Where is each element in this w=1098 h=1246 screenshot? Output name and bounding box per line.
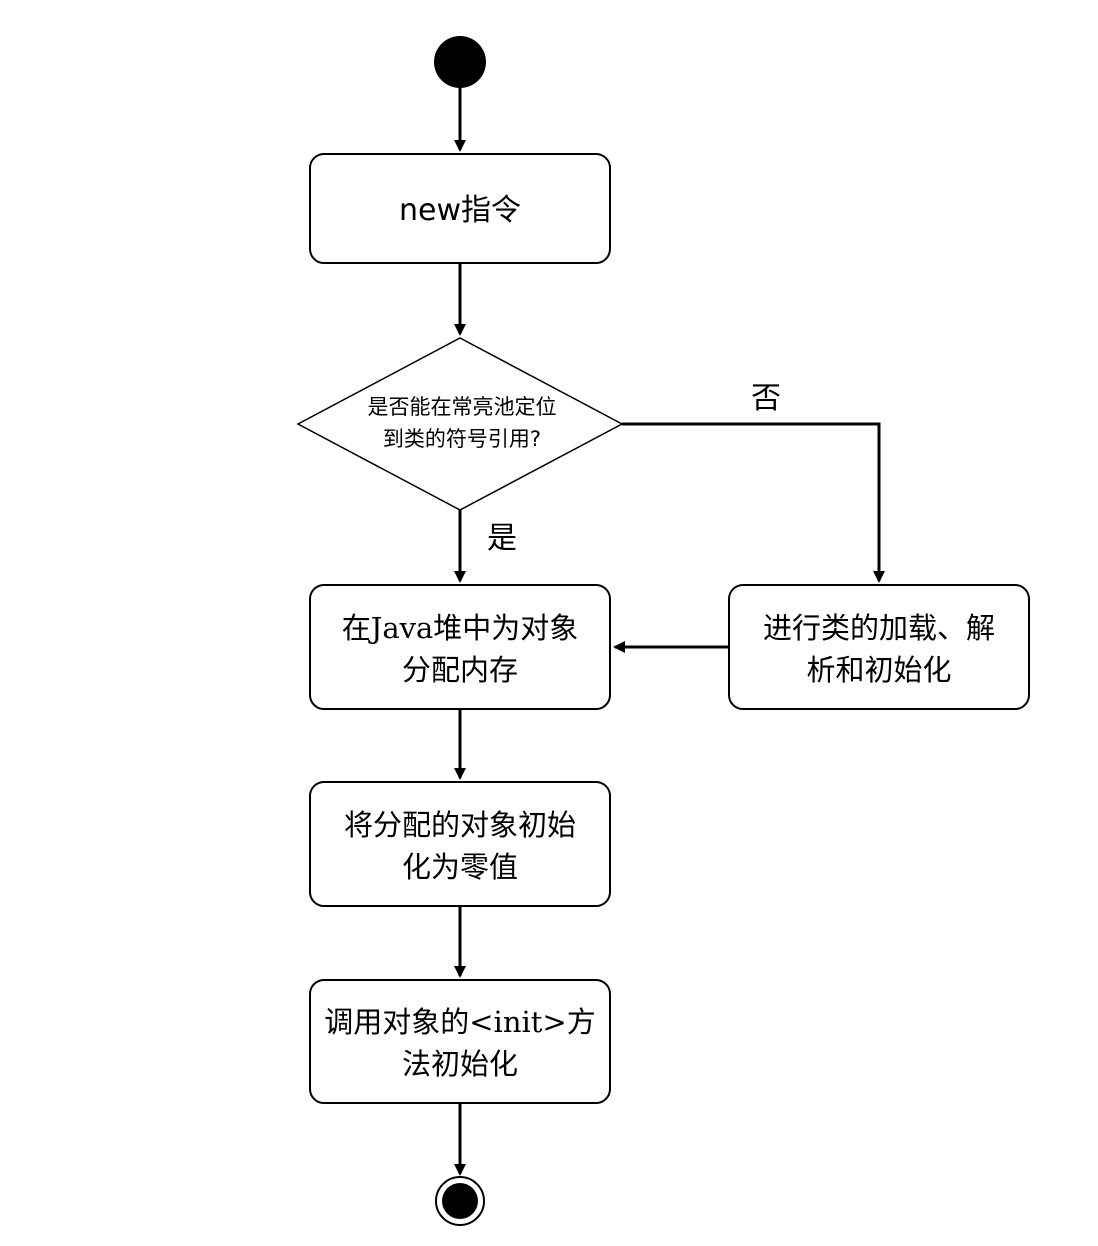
edge-no-label: 否 — [751, 381, 781, 416]
node-call-init: 调用对象的<init>方 法初始化 — [309, 979, 611, 1104]
zero-init-label-line1: 将分配的对象初始 — [344, 808, 576, 842]
node-allocate-memory: 在Java堆中为对象 分配内存 — [309, 584, 611, 710]
allocate-label-line2: 分配内存 — [402, 653, 518, 687]
node-load-class: 进行类的加载、解 析和初始化 — [728, 584, 1030, 710]
load-class-label-line2: 析和初始化 — [806, 653, 951, 687]
end-node — [435, 1176, 485, 1226]
allocate-label-line1: 在Java堆中为对象 — [342, 611, 579, 645]
call-init-label-line1: 调用对象的<init>方 — [324, 1005, 595, 1039]
node-decision: 是否能在常亮池定位 到类的符号引用? — [296, 337, 624, 511]
load-class-label-line1: 进行类的加载、解 — [763, 611, 995, 645]
node-zero-init: 将分配的对象初始 化为零值 — [309, 781, 611, 907]
start-node — [434, 36, 486, 88]
edge-yes-label: 是 — [487, 521, 517, 556]
edge-decision-no — [622, 422, 885, 583]
new-instruction-label: new指令 — [399, 193, 521, 228]
node-new-instruction: new指令 — [309, 153, 611, 264]
call-init-label-line2: 法初始化 — [402, 1047, 518, 1081]
zero-init-label-line2: 化为零值 — [402, 850, 518, 884]
decision-label-line1: 是否能在常亮池定位 — [368, 395, 557, 419]
decision-label-line2: 到类的符号引用? — [383, 427, 541, 451]
